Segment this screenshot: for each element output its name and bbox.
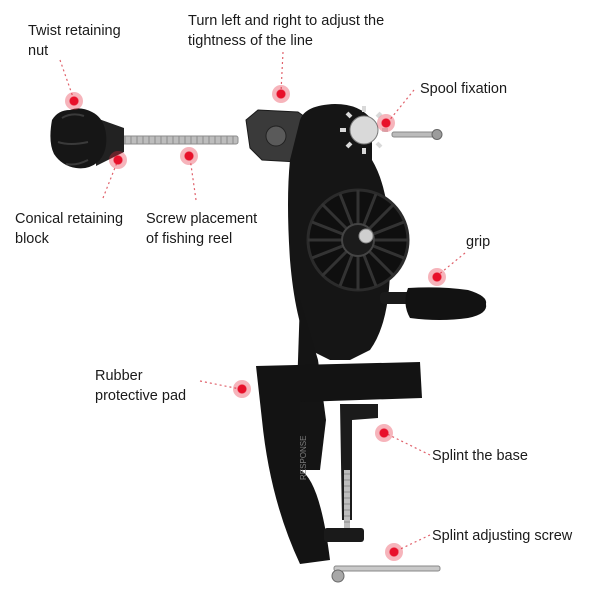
label-screw-placement: Screw placement of fishing reel [146, 211, 258, 247]
twist-nut-assembly [50, 108, 239, 169]
leader-lines [59, 51, 466, 553]
svg-text:RESPONSE: RESPONSE [299, 436, 308, 480]
marker-conical-block [109, 151, 127, 169]
spool-fixation-pin [391, 129, 443, 140]
label-splint-base: Splint the base [432, 448, 528, 464]
marker-spool-fixation [377, 114, 395, 132]
label-turn-adjust-tightness: Turn left and right to adjust the tightn… [188, 13, 385, 49]
label-grip: grip [466, 234, 491, 250]
marker-splint-base [375, 424, 393, 442]
marker-splint-screw [385, 543, 403, 561]
marker-turn-adjust [272, 85, 290, 103]
label-twist-retaining-nut: Twist retaining nut [28, 23, 121, 59]
clamp-assembly: RESPONSE [256, 362, 441, 583]
label-rubber-protective-pad: Rubber protective pad [95, 368, 187, 404]
label-conical-retaining-block: Conical retaining block [15, 211, 124, 247]
marker-screw-placement [180, 147, 198, 165]
label-splint-adjusting-screw: Splint adjusting screw [432, 528, 573, 544]
spooler-body [288, 104, 487, 470]
marker-grip [428, 268, 446, 286]
label-spool-fixation: Spool fixation [420, 81, 508, 97]
marker-twist-nut [65, 92, 83, 110]
marker-rubber-pad [233, 380, 251, 398]
